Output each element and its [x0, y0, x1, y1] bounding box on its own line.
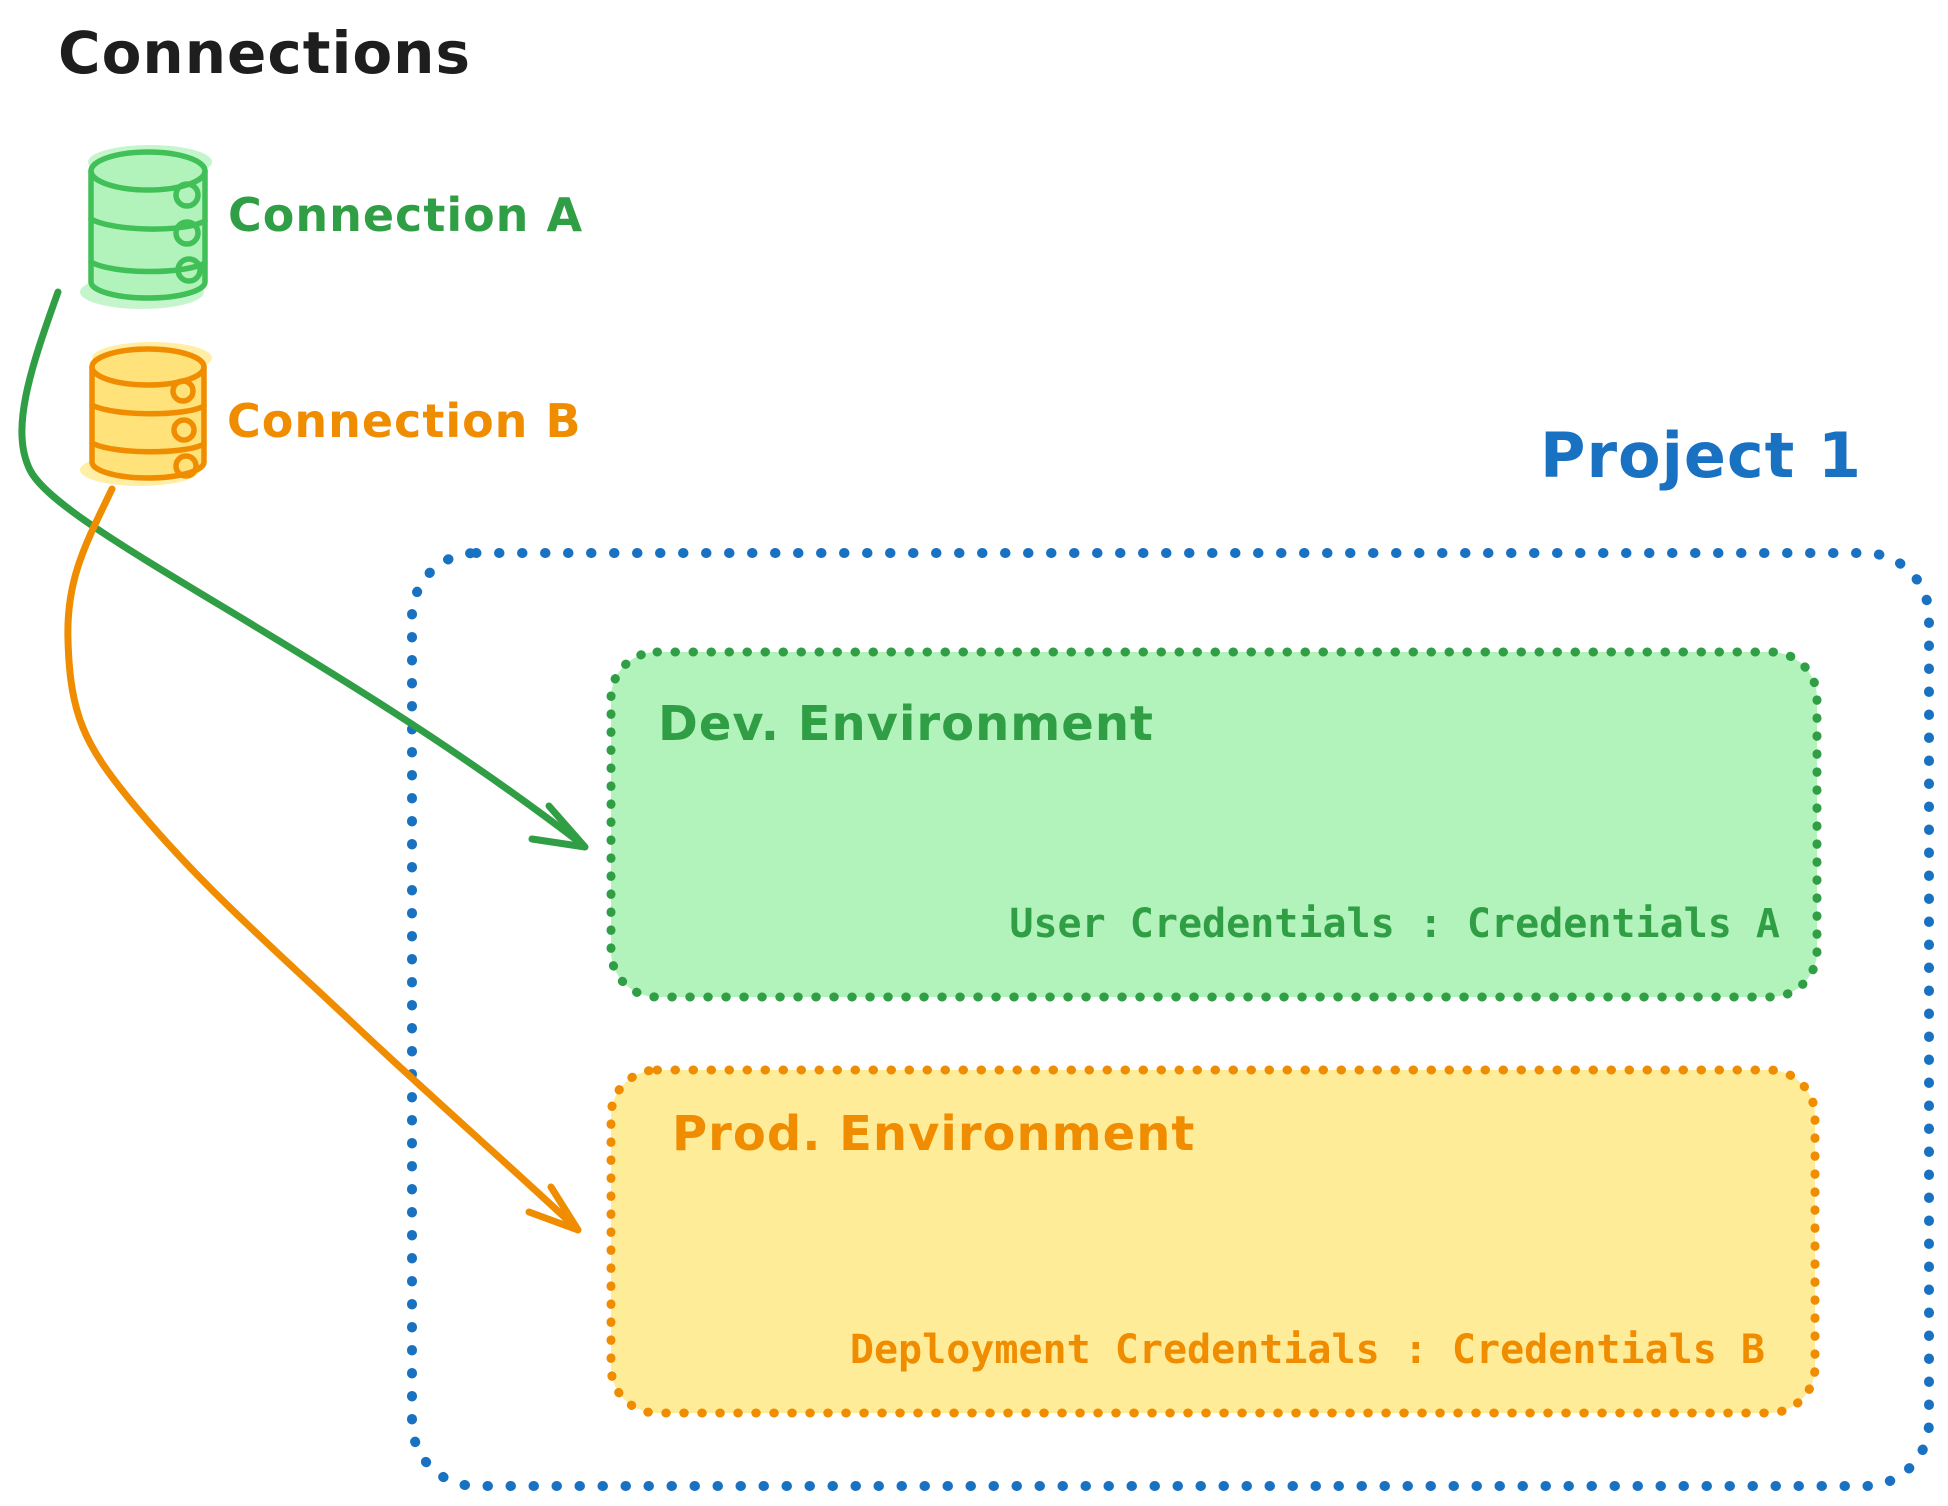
connection-a-label: Connection A [228, 188, 584, 242]
database-icon [80, 145, 212, 309]
prod-environment-title: Prod. Environment [672, 1106, 1196, 1162]
dev-environment-box [606, 647, 1822, 1002]
arrowhead-icon [528, 802, 589, 851]
connection-b-arrow [64, 485, 582, 1234]
project-1-box [407, 548, 1934, 1491]
page-title: Connections [58, 19, 471, 87]
database-icon [80, 342, 212, 486]
connection-b-label: Connection B [227, 394, 582, 448]
dev-environment-title: Dev. Environment [658, 696, 1154, 752]
arrowhead-icon [525, 1183, 582, 1234]
project-1-label: Project 1 [1540, 419, 1863, 492]
connection-a-arrow [18, 288, 589, 851]
prod-environment-box [606, 1065, 1820, 1418]
prod-environment-credentials: Deployment Credentials : Credentials B [849, 1327, 1765, 1373]
dev-environment-credentials: User Credentials : Credentials A [1009, 901, 1780, 947]
